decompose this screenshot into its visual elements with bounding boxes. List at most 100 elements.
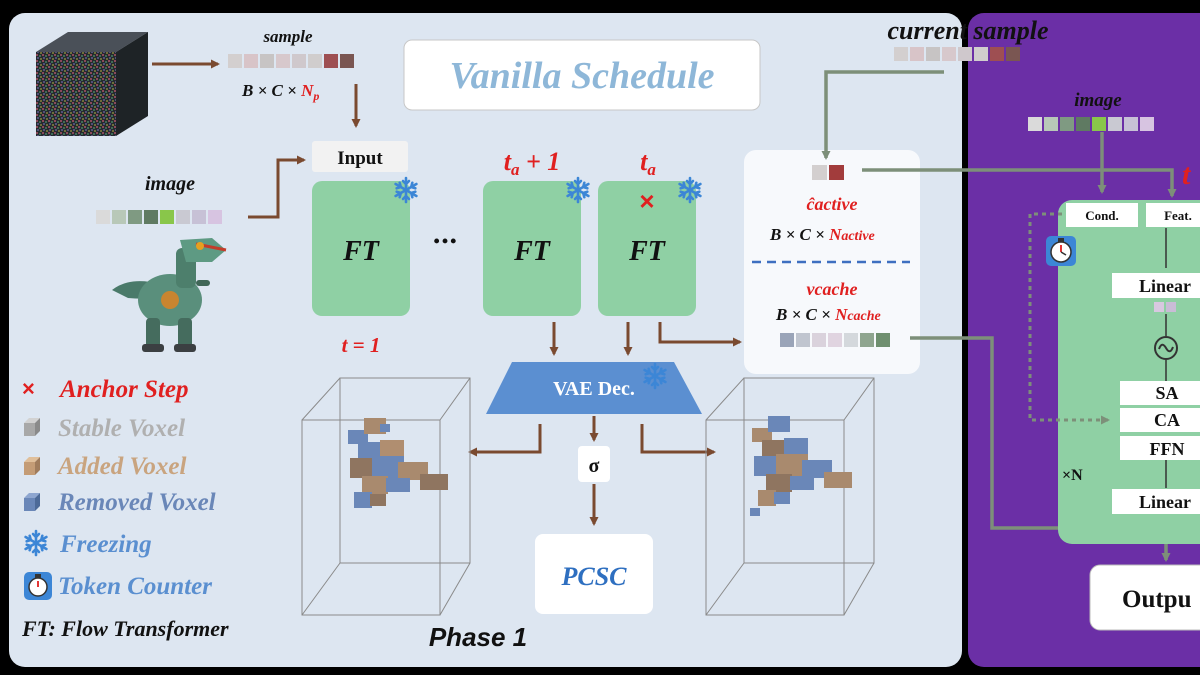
- ffn-box: [1120, 436, 1200, 460]
- token: [276, 54, 290, 68]
- v-cache-label: vcache: [807, 279, 858, 299]
- ft-block-ta1-label: FT: [513, 236, 552, 267]
- token: [1076, 117, 1090, 131]
- removed-voxel-icon: [24, 493, 40, 511]
- stopwatch-icon: [24, 572, 52, 600]
- token: [894, 47, 908, 61]
- robot-dinosaur-image: [112, 238, 227, 352]
- cond-to-ca-arrow: [1028, 212, 1110, 425]
- token: [812, 165, 827, 180]
- ta-plus-1-label: ta + 1: [504, 147, 561, 179]
- token: [958, 47, 972, 61]
- token: [1124, 117, 1138, 131]
- current-sample-to-cache-arrow: [821, 70, 944, 160]
- sigma-label: σ: [589, 455, 600, 477]
- pcsc-label: PCSC: [560, 562, 627, 591]
- legend-anchor-step: Anchor Step: [58, 376, 189, 403]
- sa-label: SA: [1155, 383, 1178, 403]
- t1-label: t = 1: [342, 333, 381, 357]
- phase1-panel: [9, 13, 962, 667]
- token: [1166, 302, 1176, 312]
- right-image-token-row: [1028, 117, 1154, 131]
- token: [1060, 117, 1074, 131]
- anchor-cross-icon: ×: [639, 186, 654, 216]
- token: [780, 333, 794, 347]
- token: [1154, 302, 1164, 312]
- image-token-row: [96, 210, 222, 224]
- token: [176, 210, 190, 224]
- legend-added-voxel: Added Voxel: [56, 453, 187, 480]
- feat-label: Feat.: [1164, 208, 1192, 223]
- token: [244, 54, 258, 68]
- token: [1028, 117, 1042, 131]
- token: [1006, 47, 1020, 61]
- token: [876, 333, 890, 347]
- ft-block-1: [312, 181, 410, 316]
- token: [340, 54, 354, 68]
- vae-decoder-label: VAE Dec.: [553, 378, 635, 400]
- sigma-box: [578, 446, 610, 482]
- vae-decoder-block: [486, 362, 702, 414]
- token: [829, 165, 844, 180]
- sa-box: [1120, 381, 1200, 405]
- c-active-label: ĉactive: [807, 194, 858, 214]
- stable-voxel-icon: [24, 418, 40, 436]
- token: [812, 333, 826, 347]
- legend-stable-voxel: Stable Voxel: [58, 415, 185, 442]
- ft-block-ta-label: FT: [628, 236, 667, 267]
- token: [844, 333, 858, 347]
- stopwatch-icon: [1046, 236, 1076, 266]
- token: [828, 333, 842, 347]
- ft-to-cache-arrow: [658, 322, 742, 347]
- right-image-label: image: [1074, 90, 1122, 111]
- noise-cube-icon: [36, 32, 148, 136]
- token: [910, 47, 924, 61]
- schedule-title-box: [403, 39, 761, 111]
- token: [974, 47, 988, 61]
- linear-bottom-box: [1112, 489, 1200, 514]
- legend: × Anchor Step Stable Voxel Added Voxel R…: [21, 376, 229, 641]
- input-box: [312, 141, 408, 172]
- anchor-cross-icon: ×: [22, 376, 35, 401]
- added-voxel-icon: [24, 457, 40, 475]
- vae-to-right-cube-arrow: [640, 424, 716, 457]
- phase-label: Phase 1: [429, 622, 527, 652]
- ft-block-1-label: FT: [342, 236, 381, 267]
- voxel-cube-right: [705, 377, 875, 616]
- current-sample-token-row: [894, 47, 1020, 61]
- token: [96, 210, 110, 224]
- linear-bottom-label: Linear: [1139, 492, 1191, 512]
- ellipsis: •••: [434, 231, 459, 251]
- voxel-cube-left: [301, 377, 471, 616]
- token: [1108, 117, 1122, 131]
- c-active-shape-label: B × C × Nactive: [769, 225, 875, 244]
- feat-box: [1146, 203, 1200, 227]
- token: [292, 54, 306, 68]
- token: [160, 210, 174, 224]
- linear-top-label: Linear: [1139, 276, 1191, 296]
- token: [942, 47, 956, 61]
- token: [192, 210, 206, 224]
- t-partial-label: t: [1182, 158, 1192, 191]
- v-cache-shape-label: B × C × Ncache: [775, 305, 881, 324]
- legend-ft-note: FT: Flow Transformer: [21, 616, 229, 641]
- token: [128, 210, 142, 224]
- modulation-icon: [1154, 336, 1178, 360]
- token: [926, 47, 940, 61]
- token: [796, 333, 810, 347]
- token: [990, 47, 1004, 61]
- cond-label: Cond.: [1085, 208, 1119, 223]
- ft-block-ta: [598, 181, 696, 316]
- cache-token-row: [780, 333, 890, 347]
- token: [144, 210, 158, 224]
- token: [228, 54, 242, 68]
- ffn-label: FFN: [1150, 439, 1185, 459]
- ft-block-ta1: [483, 181, 581, 316]
- token: [324, 54, 338, 68]
- image-label: image: [145, 173, 195, 195]
- ca-box: [1120, 408, 1200, 432]
- cond-box: [1066, 203, 1138, 227]
- legend-removed-voxel: Removed Voxel: [57, 489, 216, 516]
- sample-token-row: [228, 54, 354, 68]
